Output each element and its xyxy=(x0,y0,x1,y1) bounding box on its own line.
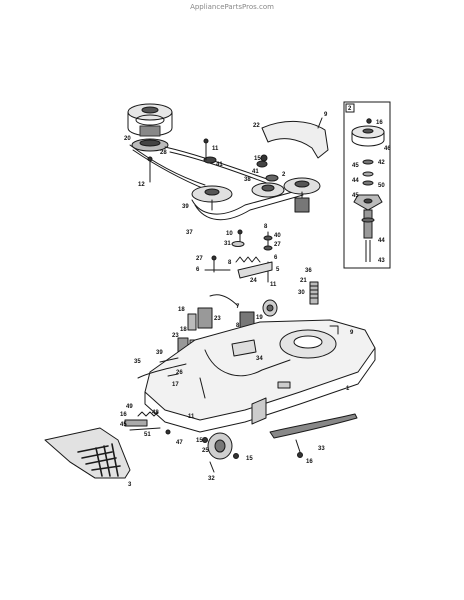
callout-11: 11 xyxy=(270,282,277,288)
callout-31: 31 xyxy=(224,241,231,247)
inset-callout-45: 45 xyxy=(352,163,359,169)
inset-callout-44: 44 xyxy=(378,238,385,244)
inset-spindle-housing xyxy=(353,159,383,262)
idler-arm xyxy=(235,256,319,305)
inset-callout-45: 45 xyxy=(352,193,359,199)
callout-17: 17 xyxy=(172,382,179,388)
inset-pulley xyxy=(351,118,385,147)
belt-guard xyxy=(261,117,329,159)
callout-15: 15 xyxy=(246,456,253,462)
callout-36: 36 xyxy=(305,268,312,274)
inset-callout-42: 42 xyxy=(378,160,385,166)
callout-10: 10 xyxy=(226,231,233,237)
callout-6: 6 xyxy=(274,255,278,261)
callout-22: 22 xyxy=(253,123,260,129)
callout-37: 37 xyxy=(186,230,193,236)
inset-callout-50: 50 xyxy=(378,183,385,189)
callout-7: 7 xyxy=(236,304,240,310)
inset-callout-16: 16 xyxy=(376,120,383,126)
callout-18: 18 xyxy=(178,307,185,313)
rear-baffle xyxy=(251,325,339,425)
callout-23: 23 xyxy=(214,316,221,322)
callout-25: 25 xyxy=(202,448,209,454)
callout-45: 45 xyxy=(120,422,127,428)
discharge-chute xyxy=(44,427,131,479)
gauge-wheel xyxy=(202,299,278,473)
callout-20: 20 xyxy=(124,136,131,142)
callout-24: 24 xyxy=(250,278,257,284)
callout-8: 8 xyxy=(264,224,268,230)
callout-23: 23 xyxy=(172,333,179,339)
inset-callout-43: 43 xyxy=(378,258,385,264)
callout-51: 51 xyxy=(144,432,151,438)
callout-2: 2 xyxy=(282,172,286,178)
callout-26: 26 xyxy=(176,370,183,376)
callout-39: 39 xyxy=(156,350,163,356)
callout-15: 15 xyxy=(254,156,261,162)
callout-39: 39 xyxy=(182,204,189,210)
chute-mount xyxy=(124,411,171,435)
callout-48: 48 xyxy=(152,410,159,416)
drive-belt xyxy=(129,144,304,221)
callout-1: 1 xyxy=(346,386,350,392)
inset-callout-44: 44 xyxy=(352,178,359,184)
callout-32: 32 xyxy=(208,476,215,482)
clutch-assembly xyxy=(127,103,173,152)
callout-8: 8 xyxy=(228,260,232,266)
callout-34: 34 xyxy=(256,356,263,362)
callout-27: 27 xyxy=(274,242,281,248)
callout-21: 21 xyxy=(300,278,307,284)
callout-11: 11 xyxy=(188,414,195,420)
callout-6: 6 xyxy=(196,267,200,273)
callout-41: 41 xyxy=(252,169,259,175)
callout-9: 9 xyxy=(350,330,354,336)
callout-19: 19 xyxy=(256,315,263,321)
callout-3: 3 xyxy=(128,482,132,488)
callout-30: 30 xyxy=(298,290,305,296)
spindle-inset xyxy=(343,101,391,269)
callout-8: 8 xyxy=(236,323,240,329)
inset-callout-46: 46 xyxy=(384,146,391,152)
callout-labels: 20 28 11 41 12 22 9 15 2 38 41 39 37 10 … xyxy=(120,106,391,488)
lift-links xyxy=(137,357,187,379)
inset-tag: 2 xyxy=(348,106,352,112)
callout-9: 9 xyxy=(324,112,328,118)
callout-28: 28 xyxy=(160,150,167,156)
callout-47: 47 xyxy=(176,440,183,446)
callout-11: 11 xyxy=(212,146,219,152)
callout-40: 40 xyxy=(274,233,281,239)
callout-16: 16 xyxy=(120,412,127,418)
callout-5: 5 xyxy=(276,267,280,273)
callout-38: 38 xyxy=(244,177,251,183)
callout-18: 18 xyxy=(180,327,187,333)
callout-15: 15 xyxy=(196,438,203,444)
source-watermark: AppliancePartsPros.com xyxy=(190,3,274,11)
mower-blade xyxy=(269,413,358,458)
pulleys xyxy=(191,156,321,213)
callout-16: 16 xyxy=(306,459,313,465)
callout-33: 33 xyxy=(318,446,325,452)
callout-27: 27 xyxy=(196,256,203,262)
callout-41: 41 xyxy=(216,162,223,168)
callout-12: 12 xyxy=(138,182,145,188)
callout-35: 35 xyxy=(134,359,141,365)
mower-deck-housing xyxy=(144,319,376,433)
callout-49: 49 xyxy=(126,404,133,410)
